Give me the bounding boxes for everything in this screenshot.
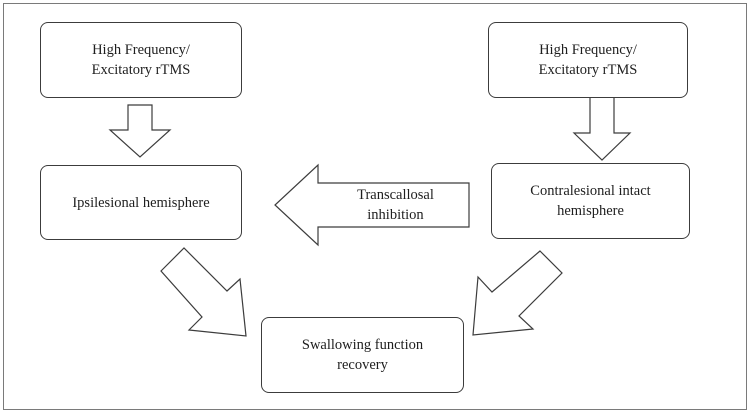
down-arrow-right: [572, 96, 632, 161]
contralesional-box: Contralesional intact hemisphere: [491, 163, 690, 239]
ipsilesional-box: Ipsilesional hemisphere: [40, 165, 242, 240]
ipsilesional-label: Ipsilesional hemisphere: [72, 194, 210, 211]
transcallosal-arrow: [274, 163, 470, 247]
rtms-left-label: High Frequency/ Excitatory rTMS: [91, 42, 191, 78]
swallowing-box: Swallowing function recovery: [261, 317, 464, 393]
diagonal-arrow-left: [160, 247, 247, 337]
diagonal-arrow-right: [472, 250, 563, 336]
rtms-right-box: High Frequency/ Excitatory rTMS: [488, 22, 688, 98]
contralesional-label: Contralesional intact hemisphere: [530, 183, 651, 219]
rtms-right-label: High Frequency/ Excitatory rTMS: [538, 42, 638, 78]
transcallosal-label: Transcallosal inhibition: [357, 187, 434, 223]
down-arrow-left: [108, 104, 172, 158]
swallowing-label: Swallowing function recovery: [301, 337, 424, 373]
rtms-left-box: High Frequency/ Excitatory rTMS: [40, 22, 242, 98]
